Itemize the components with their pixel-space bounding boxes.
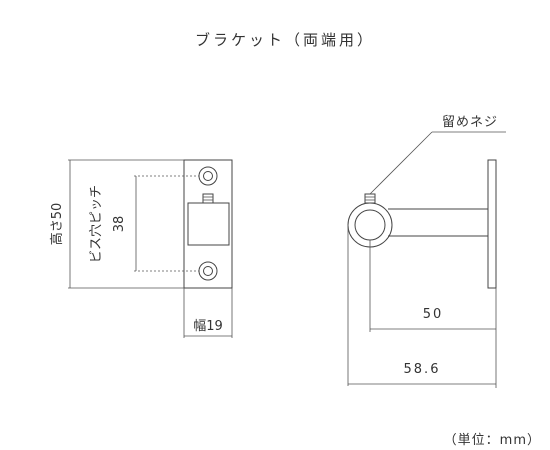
arm-dimension-label: 50 — [423, 307, 444, 322]
wall-plate-side — [487, 159, 497, 289]
bottom-screw-hole-inner — [203, 266, 213, 276]
set-screw-callout: 留めネジ — [369, 115, 506, 195]
width-dimension: 幅19 — [183, 288, 233, 338]
top-screw-hole-outer — [198, 166, 218, 186]
height-dimension: 高さ50 — [49, 159, 184, 289]
total-dimension: 58.6 — [347, 225, 496, 386]
top-screw-hole-inner — [203, 171, 213, 181]
rod-holder-block — [187, 202, 230, 246]
arm-dimension: 50 — [369, 240, 497, 388]
screw-pitch-value: 38 — [112, 216, 127, 233]
rod-ring-inner — [354, 209, 386, 241]
bottom-screw-hole-outer — [198, 261, 218, 281]
width-label: 幅19 — [193, 319, 223, 334]
total-dimension-label: 58.6 — [404, 362, 441, 377]
height-label: 高さ50 — [49, 203, 65, 246]
screw-pitch-label: ビス穴ピッチ — [89, 185, 104, 263]
set-screw-side — [364, 193, 376, 204]
diagram-title: ブラケット（両端用） — [195, 31, 375, 49]
unit-note: （単位：mm） — [444, 432, 541, 448]
front-view — [183, 159, 233, 289]
set-screw-front — [202, 193, 214, 204]
set-screw-label: 留めネジ — [442, 115, 498, 130]
screw-pitch-dimension: ビス穴ピッチ 38 — [89, 175, 199, 272]
mounting-plate — [183, 159, 233, 289]
